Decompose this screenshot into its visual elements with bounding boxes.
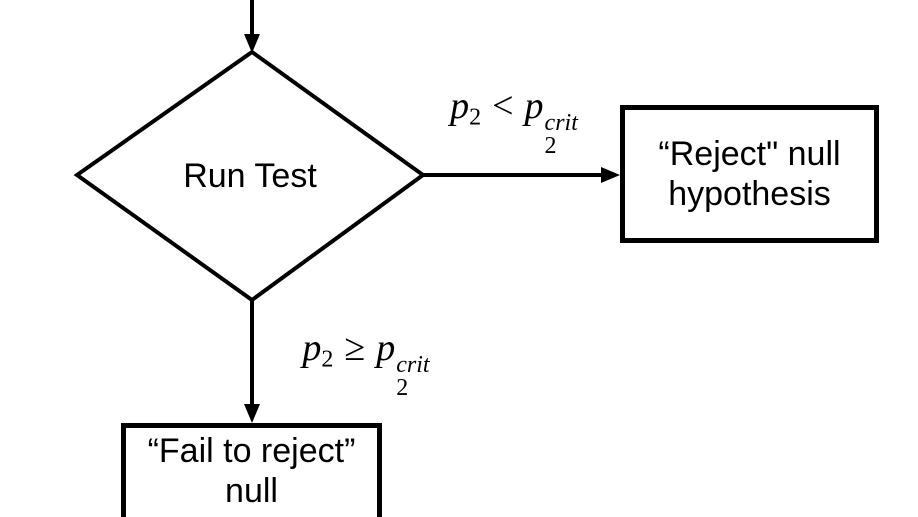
math-superscript: crit xyxy=(396,352,430,379)
math-operator-greater-equal: ≥ xyxy=(344,327,366,369)
math-var-p: p xyxy=(524,85,544,127)
math-var-p: p xyxy=(302,327,322,369)
math-subscript: 2 xyxy=(396,374,409,401)
math-operator-less-than: < xyxy=(492,85,514,127)
outcome-box-reject: “Reject" null hypothesis xyxy=(620,105,879,243)
outcome-text-line: hypothesis xyxy=(668,175,831,213)
outcome-box-fail-to-reject: “Fail to reject” null xyxy=(121,423,382,517)
math-subscript: 2 xyxy=(469,104,482,131)
outcome-text-line: “Fail to reject” xyxy=(147,432,356,470)
math-var-p: p xyxy=(450,85,470,127)
math-var-p: p xyxy=(376,327,396,369)
outcome-text-line: “Reject" null xyxy=(658,134,841,173)
math-subscript: 2 xyxy=(544,132,557,159)
reject-branch-arrowhead-icon xyxy=(601,167,620,183)
incoming-arrowhead-icon xyxy=(244,34,260,53)
math-superscript: crit xyxy=(544,110,578,137)
fail-branch-arrowhead-icon xyxy=(244,404,260,423)
decision-node-label: Run Test xyxy=(183,157,317,195)
math-subscript: 2 xyxy=(321,346,334,373)
outcome-text-line: null xyxy=(225,472,278,511)
